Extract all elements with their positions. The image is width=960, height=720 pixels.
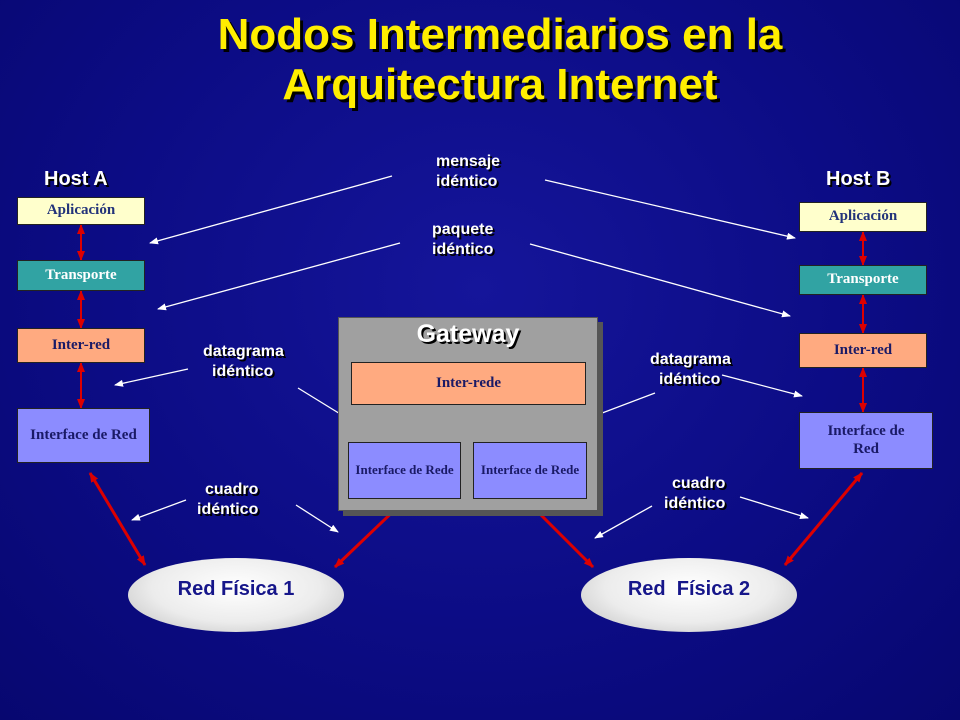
host-a-transport-layer: Transporte	[17, 260, 145, 291]
physical-network-2-label: Red Física 2	[627, 577, 751, 600]
arrow-paquete-right	[529, 243, 791, 318]
arrow-cuadro-right-b	[739, 496, 809, 519]
note-mensaje-line-1: mensaje	[436, 153, 501, 170]
gateway-interface-left: Interface de Rede	[348, 442, 461, 499]
physical-network-1-label: Red Física 1	[177, 577, 295, 600]
host-b-internet-layer: Inter-red	[799, 333, 927, 368]
host-a-application-layer: Aplicación	[17, 197, 145, 225]
note-mensaje-line-2: idéntico	[436, 173, 498, 190]
note-datagrama-right-line-2: idéntico	[659, 371, 721, 388]
arrow-cuadro-right-a	[594, 505, 653, 539]
physical-network-2: Red Física 2	[581, 558, 797, 632]
arrow-cuadro-left-a	[131, 499, 187, 521]
note-cuadro-right-line-2: idéntico	[664, 495, 726, 512]
host-a-label: Host A	[44, 168, 108, 190]
arrow-cuadro-left-b	[295, 504, 339, 533]
link-host-a-net1	[88, 472, 147, 566]
arrow-datagrama-left-a	[114, 368, 189, 387]
note-paquete-line-2: idéntico	[432, 241, 494, 258]
gateway-interface-right: Interface de Rede	[473, 442, 587, 499]
note-datagrama-right-line-1: datagrama	[650, 351, 731, 368]
note-datagrama-left: datagrama idéntico	[203, 342, 284, 382]
host-b-application-layer: Aplicación	[799, 202, 927, 232]
note-cuadro-left: cuadro idéntico	[197, 480, 258, 520]
note-paquete-line-1: paquete	[432, 221, 494, 238]
host-b-transport-layer: Transporte	[799, 265, 927, 295]
slide-title: Nodos Intermediarios en la Arquitectura …	[100, 10, 900, 110]
note-datagrama-right: datagrama idéntico	[650, 350, 731, 390]
note-cuadro-right: cuadro idéntico	[664, 474, 725, 514]
host-b-interface-layer: Interface de Red	[799, 412, 933, 469]
note-datagrama-left-line-2: idéntico	[212, 363, 274, 380]
title-line-2: Arquitectura Internet	[282, 60, 718, 109]
link-gateway-net1	[333, 500, 405, 569]
arrow-datagrama-right-b	[721, 374, 803, 398]
arrow-mensaje-left	[149, 175, 393, 245]
host-b-label: Host B	[826, 168, 891, 190]
note-cuadro-left-line-2: idéntico	[197, 501, 259, 518]
link-gateway-net2	[526, 500, 595, 569]
physical-network-1: Red Física 1	[128, 558, 344, 632]
note-cuadro-left-line-1: cuadro	[205, 481, 259, 498]
host-a-interface-layer: Interface de Red	[17, 408, 150, 463]
gateway-label: Gateway	[416, 320, 520, 348]
arrow-paquete-left	[157, 242, 401, 311]
note-mensaje: mensaje idéntico	[436, 152, 500, 192]
note-paquete: paquete idéntico	[432, 220, 493, 260]
arrow-mensaje-right	[544, 179, 796, 240]
note-datagrama-left-line-1: datagrama	[203, 343, 284, 360]
host-a-internet-layer: Inter-red	[17, 328, 145, 363]
title-line-1: Nodos Intermediarios en la	[217, 10, 783, 59]
link-host-b-net2	[783, 472, 864, 566]
note-cuadro-right-line-1: cuadro	[672, 475, 726, 492]
gateway-internet-layer: Inter-rede	[351, 362, 586, 405]
